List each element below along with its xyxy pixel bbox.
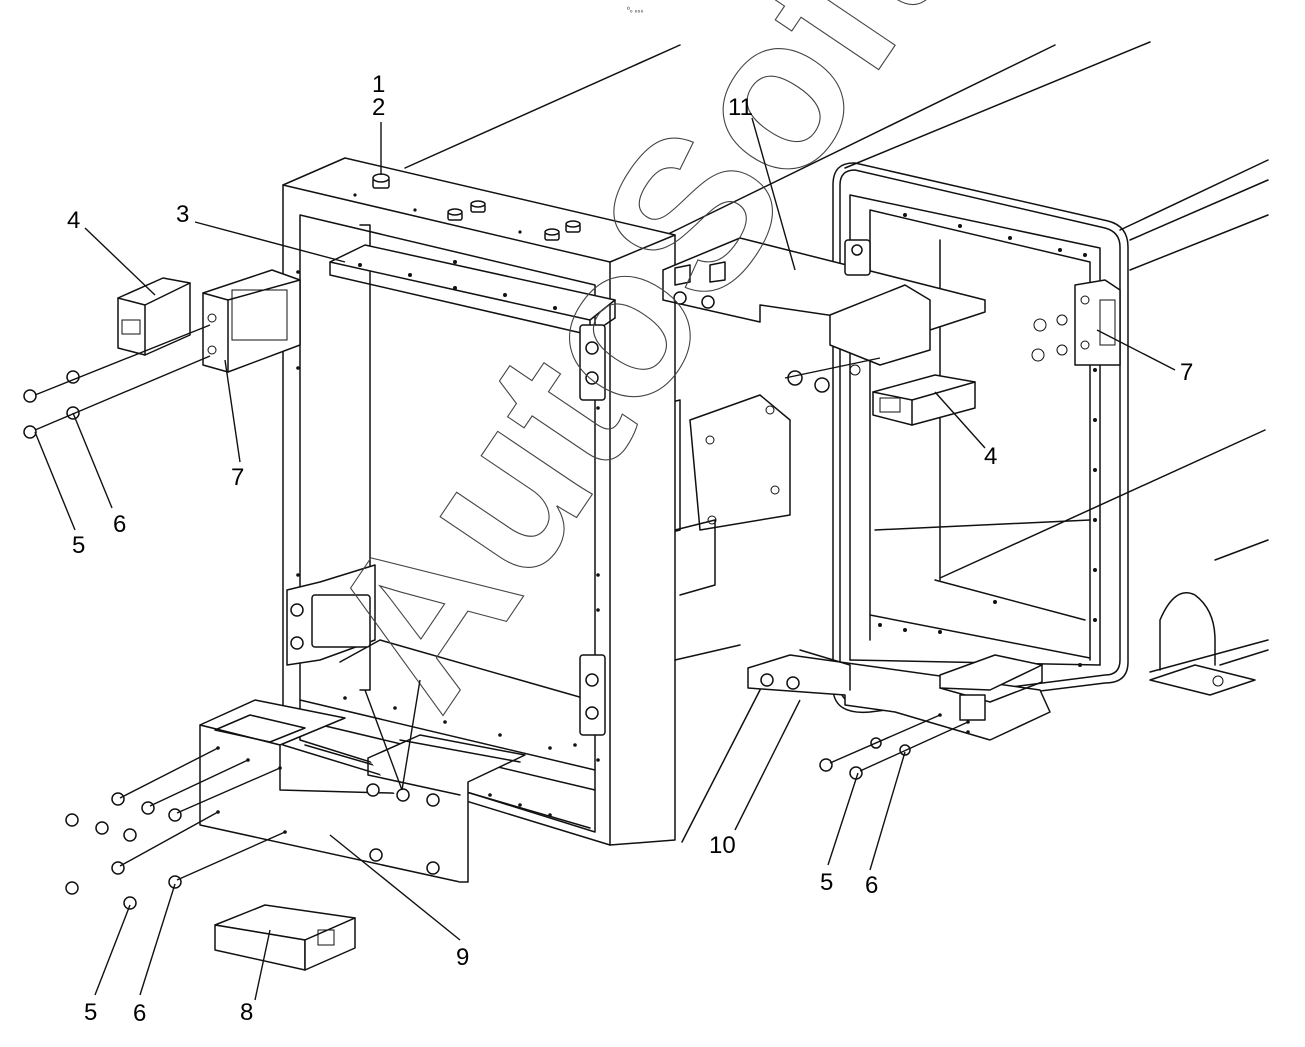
leader-lines: [34, 117, 1176, 1001]
frame-rails: [404, 41, 1269, 673]
callout-labels: 1 2 3 4 7 5 6 11 4 7 10 5 6 9 8 5 6: [67, 71, 1193, 1027]
callout-5-right: 5: [820, 869, 833, 896]
left-block-4: [117, 277, 191, 356]
bracket-10: [747, 649, 1051, 780]
callout-10: 10: [709, 832, 736, 859]
callout-9: 9: [456, 944, 469, 971]
right-bracket-7: [1031, 279, 1121, 366]
callout-6-left: 6: [113, 511, 126, 538]
right-frame: [832, 162, 1256, 714]
callout-4-right: 4: [984, 443, 997, 470]
callout-7-left: 7: [231, 464, 244, 491]
callout-2: 2: [372, 94, 385, 121]
plate-9: [65, 699, 526, 910]
right-block-4: [872, 374, 976, 426]
callout-6-right: 6: [865, 872, 878, 899]
callout-4-left: 4: [67, 207, 80, 234]
block-8: [214, 904, 356, 971]
callout-8: 8: [240, 999, 253, 1026]
callout-1: 1: [372, 71, 385, 98]
callout-5-bottom: 5: [84, 999, 97, 1026]
header-mark: ⁰₀ ₀₀₀: [627, 6, 643, 14]
callout-11: 11: [728, 94, 753, 121]
bracket-11: [662, 237, 986, 393]
callout-5-left: 5: [72, 532, 85, 559]
main-frame: [282, 157, 761, 846]
top-bolt: [372, 173, 581, 241]
callout-6-bottom: 6: [133, 1000, 146, 1027]
callout-7-right: 7: [1180, 359, 1193, 386]
callout-3: 3: [176, 201, 189, 228]
